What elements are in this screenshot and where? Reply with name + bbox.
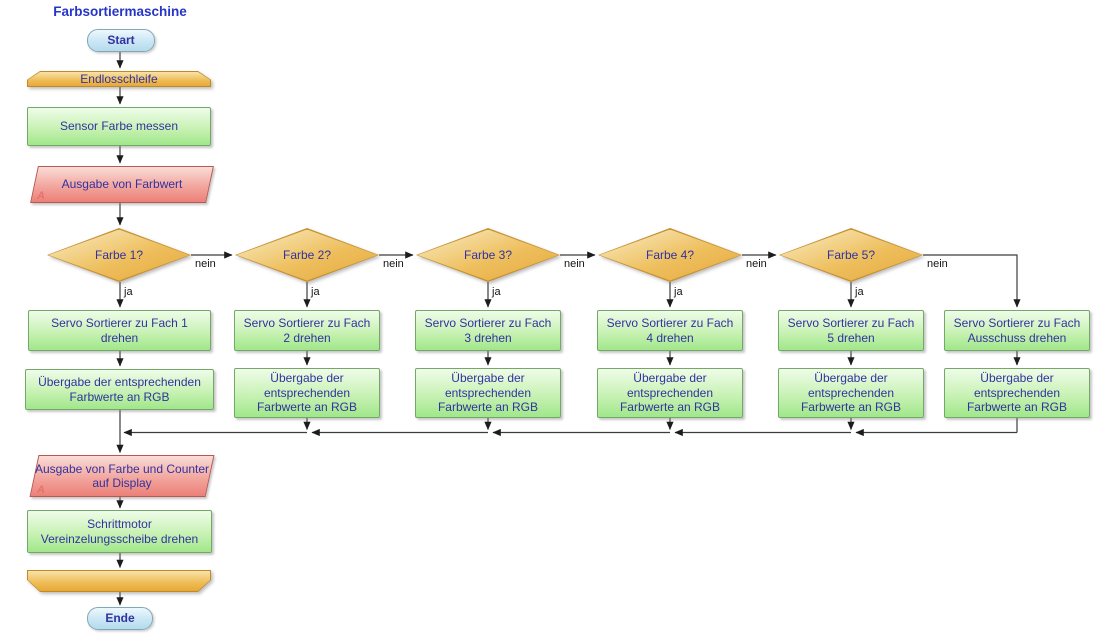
- edge-label-ja: ja: [492, 286, 501, 298]
- edge-label-nein: nein: [383, 258, 404, 270]
- process-sensor-label: Sensor Farbe messen: [59, 119, 179, 134]
- process-transfer-label: Übergabe der entsprechenden Farbwerte an…: [437, 371, 539, 415]
- edge-label-nein: nein: [746, 258, 767, 270]
- loop-end[interactable]: [27, 570, 211, 592]
- process-servo-fach-4[interactable]: Servo Sortierer zu Fach 4 drehen: [597, 310, 743, 351]
- process-servo-label: Servo Sortierer zu Fach 5 drehen: [787, 316, 915, 345]
- process-transfer-label: Übergabe der entsprechenden Farbwerte an…: [256, 371, 358, 415]
- process-transfer-label: Übergabe der entsprechenden Farbwerte an…: [38, 375, 201, 404]
- edge-label-nein: nein: [195, 258, 216, 270]
- terminal-start-label: Start: [107, 33, 135, 48]
- process-servo-label: Servo Sortierer zu Fach Ausschuss drehen: [953, 316, 1081, 345]
- process-servo-fach-5[interactable]: Servo Sortierer zu Fach 5 drehen: [778, 310, 924, 351]
- process-schrittmotor[interactable]: Schrittmotor Vereinzelungsscheibe drehen: [27, 510, 212, 553]
- edge-label-ja: ja: [124, 286, 133, 298]
- process-servo-fach-1[interactable]: Servo Sortierer zu Fach 1 drehen: [28, 310, 211, 351]
- process-transfer-rgb-2[interactable]: Übergabe der entsprechenden Farbwerte an…: [234, 368, 380, 418]
- edge-label-ja: ja: [311, 286, 320, 298]
- decision-farbe-2[interactable]: Farbe 2?: [235, 228, 379, 282]
- process-servo-fach-2[interactable]: Servo Sortierer zu Fach 2 drehen: [234, 310, 380, 351]
- process-servo-fach-3[interactable]: Servo Sortierer zu Fach 3 drehen: [415, 310, 561, 351]
- process-servo-label: Servo Sortierer zu Fach 2 drehen: [243, 316, 371, 345]
- terminal-end[interactable]: Ende: [87, 607, 153, 630]
- edge-label-ja: ja: [855, 286, 864, 298]
- process-schrittmotor-label: Schrittmotor Vereinzelungsscheibe drehen: [40, 517, 199, 546]
- edge-label-ja: ja: [674, 286, 683, 298]
- decision-label: Farbe 4?: [645, 247, 695, 262]
- decision-label: Farbe 1?: [94, 247, 144, 262]
- decision-farbe-1[interactable]: Farbe 1?: [47, 228, 191, 282]
- io-marker-a: A: [37, 189, 45, 202]
- terminal-end-label: Ende: [105, 611, 135, 626]
- io-ausgabe-farbwert[interactable]: A Ausgabe von Farbwert: [30, 166, 214, 203]
- io-ausgabe-display[interactable]: A Ausgabe von Farbe und Counter auf Disp…: [29, 455, 215, 497]
- decision-label: Farbe 2?: [282, 247, 332, 262]
- io-marker-a: A: [37, 483, 45, 496]
- process-transfer-label: Übergabe der entsprechenden Farbwerte an…: [966, 371, 1068, 415]
- process-transfer-label: Übergabe der entsprechenden Farbwerte an…: [619, 371, 721, 415]
- loop-begin-label: Endlosschleife: [80, 71, 158, 86]
- edge-label-nein: nein: [564, 258, 585, 270]
- decision-label: Farbe 5?: [826, 247, 876, 262]
- process-servo-ausschuss[interactable]: Servo Sortierer zu Fach Ausschuss drehen: [944, 310, 1090, 351]
- decision-label: Farbe 3?: [463, 247, 513, 262]
- terminal-start[interactable]: Start: [87, 29, 155, 52]
- decision-farbe-5[interactable]: Farbe 5?: [779, 228, 923, 282]
- decision-farbe-4[interactable]: Farbe 4?: [598, 228, 742, 282]
- process-transfer-label: Übergabe der entsprechenden Farbwerte an…: [800, 371, 902, 415]
- loop-begin-endlosschleife[interactable]: Endlosschleife: [27, 71, 211, 87]
- edge-label-nein: nein: [927, 258, 948, 270]
- process-transfer-rgb-4[interactable]: Übergabe der entsprechenden Farbwerte an…: [597, 368, 743, 418]
- decision-farbe-3[interactable]: Farbe 3?: [416, 228, 560, 282]
- process-transfer-rgb-5[interactable]: Übergabe der entsprechenden Farbwerte an…: [778, 368, 924, 418]
- process-transfer-rgb-3[interactable]: Übergabe der entsprechenden Farbwerte an…: [415, 368, 561, 418]
- process-servo-label: Servo Sortierer zu Fach 3 drehen: [424, 316, 552, 345]
- diagram-title: Farbsortiermaschine: [53, 4, 187, 19]
- process-transfer-rgb-ausschuss[interactable]: Übergabe der entsprechenden Farbwerte an…: [944, 368, 1090, 418]
- process-servo-label: Servo Sortierer zu Fach 1 drehen: [51, 316, 188, 345]
- io-ausgabe-farbwert-label: Ausgabe von Farbwert: [61, 177, 183, 192]
- process-transfer-rgb-1[interactable]: Übergabe der entsprechenden Farbwerte an…: [25, 369, 214, 410]
- process-sensor-farbe-messen[interactable]: Sensor Farbe messen: [27, 107, 211, 146]
- process-servo-label: Servo Sortierer zu Fach 4 drehen: [606, 316, 734, 345]
- io-ausgabe-display-label: Ausgabe von Farbe und Counter auf Displa…: [34, 461, 210, 490]
